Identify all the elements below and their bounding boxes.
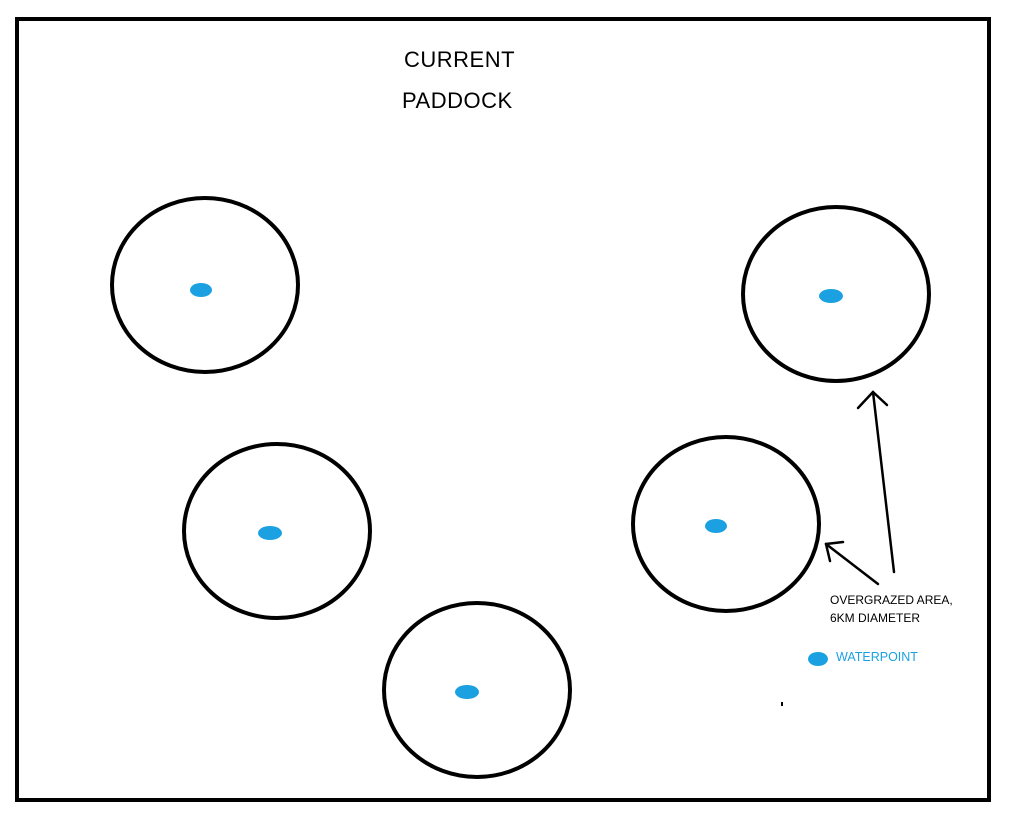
arrow-to-area-2 (856, 390, 896, 574)
overgrazed-area-5 (382, 601, 572, 779)
waterpoint-icon (819, 289, 843, 303)
overgrazed-area-1 (110, 196, 300, 374)
waterpoint-icon (455, 685, 479, 699)
waterpoint-icon (705, 519, 727, 533)
overgrazed-area-4 (631, 435, 821, 613)
stray-dot (781, 702, 783, 706)
legend-waterpoint-label: WATERPOINT (836, 650, 918, 664)
title-line-2: PADDOCK (402, 88, 513, 113)
annotation-line-1: OVERGRAZED AREA, (830, 593, 953, 607)
waterpoint-icon (258, 526, 282, 540)
annotation-line-2: 6KM DIAMETER (830, 611, 921, 625)
paddock-boundary (15, 17, 991, 802)
legend-waterpoint-icon (808, 652, 828, 666)
overgrazed-area-2 (741, 205, 931, 383)
title-line-1: CURRENT (404, 47, 516, 72)
waterpoint-icon (190, 283, 212, 297)
overgrazed-area-3 (182, 442, 372, 620)
arrow-to-area-4 (824, 540, 880, 586)
